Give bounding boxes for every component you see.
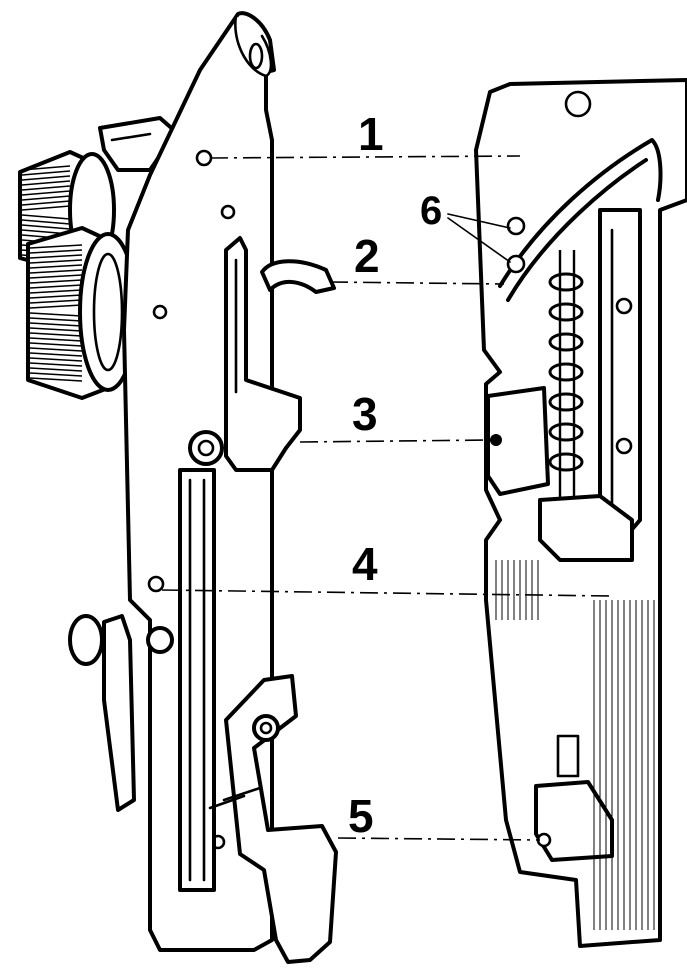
slide-bar-upper bbox=[224, 236, 302, 472]
vertical-slot bbox=[178, 468, 216, 892]
screw-callout-6b bbox=[506, 254, 526, 274]
callout-4: 4 bbox=[352, 538, 378, 590]
foot-lever-callout-5 bbox=[224, 674, 338, 964]
hole-callout-1 bbox=[195, 149, 213, 167]
callout-6: 6 bbox=[420, 189, 442, 233]
callout-3: 3 bbox=[352, 388, 378, 440]
hole-callout-4 bbox=[147, 575, 165, 593]
left-plate-assembly bbox=[18, 11, 338, 964]
callout-5: 5 bbox=[348, 790, 374, 842]
leader-6a bbox=[447, 213, 511, 229]
callout-numbers: 1 2 3 4 5 6 bbox=[348, 108, 442, 842]
callout-2: 2 bbox=[354, 230, 380, 282]
leader-2 bbox=[329, 281, 505, 285]
leader-4 bbox=[161, 589, 611, 597]
leader-3 bbox=[299, 439, 493, 443]
spring-clip-callout-2 bbox=[260, 259, 336, 294]
callout-1: 1 bbox=[358, 108, 384, 160]
lower-knurled-knob bbox=[26, 226, 138, 400]
leader-5 bbox=[337, 837, 541, 841]
coil-spring bbox=[548, 250, 584, 500]
leader-6b bbox=[447, 217, 511, 263]
right-housing-assembly bbox=[474, 78, 687, 948]
leader-lines bbox=[161, 155, 611, 841]
side-lever bbox=[68, 614, 174, 812]
block-callout-3 bbox=[486, 386, 550, 496]
wire-arm bbox=[498, 138, 663, 288]
screw-callout-6a bbox=[506, 216, 526, 236]
